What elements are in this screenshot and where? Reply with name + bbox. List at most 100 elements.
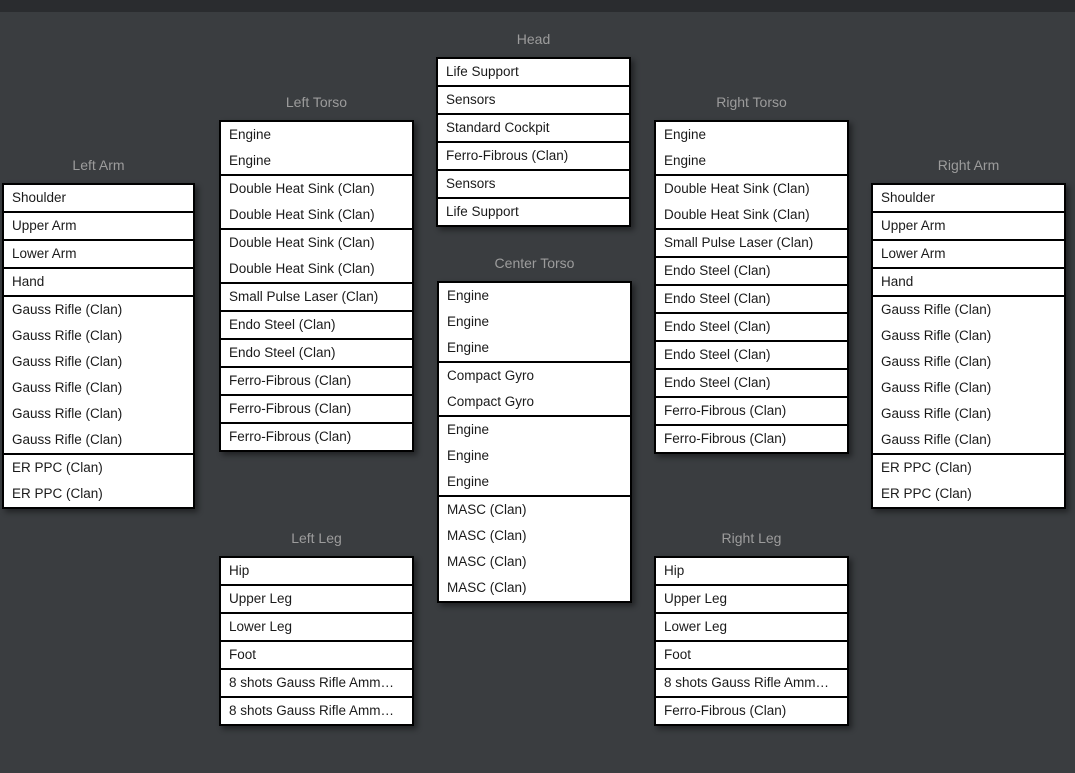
crit-slot[interactable]: ER PPC (Clan) — [881, 486, 972, 501]
crit-slot[interactable]: Ferro-Fibrous (Clan) — [229, 401, 352, 416]
crit-slot[interactable]: Engine — [229, 153, 272, 168]
crit-slot[interactable]: Shoulder — [12, 190, 67, 205]
crit-slot[interactable]: Endo Steel (Clan) — [229, 345, 336, 360]
crit-slot[interactable]: Standard Cockpit — [446, 120, 550, 135]
crit-slot[interactable]: Gauss Rifle (Clan) — [881, 380, 992, 395]
crit-slot[interactable]: Foot — [229, 647, 257, 662]
crit-slot[interactable]: Endo Steel (Clan) — [664, 347, 771, 362]
crit-group: Upper Leg — [219, 584, 414, 614]
crit-group: Endo Steel (Clan) — [654, 312, 849, 342]
crit-slot[interactable]: Lower Leg — [664, 619, 728, 634]
crit-slot[interactable]: Upper Arm — [12, 218, 77, 233]
crit-group: Hip — [654, 556, 849, 586]
crit-slot[interactable]: Ferro-Fibrous (Clan) — [229, 373, 352, 388]
crit-slot[interactable]: Lower Arm — [12, 246, 77, 261]
section-title-center-torso: Center Torso — [494, 255, 575, 271]
crit-slot[interactable]: Compact Gyro — [447, 394, 535, 409]
crit-slot[interactable]: Foot — [664, 647, 692, 662]
crit-slot[interactable]: Gauss Rifle (Clan) — [12, 354, 123, 369]
crit-group: Lower Leg — [654, 612, 849, 642]
crit-slot[interactable]: Gauss Rifle (Clan) — [881, 354, 992, 369]
crit-slot[interactable]: Engine — [447, 448, 490, 463]
crit-slot[interactable]: Engine — [664, 153, 707, 168]
crit-slot[interactable]: Ferro-Fibrous (Clan) — [664, 703, 787, 718]
crit-slot[interactable]: Shoulder — [881, 190, 936, 205]
crit-slot[interactable]: Double Heat Sink (Clan) — [229, 207, 375, 222]
crit-slot[interactable]: Engine — [447, 314, 490, 329]
crit-slot[interactable]: Sensors — [446, 92, 496, 107]
crit-group: Endo Steel (Clan) — [219, 310, 414, 340]
crit-slot[interactable]: 8 shots Gauss Rifle Amm… — [229, 703, 395, 718]
crit-slot[interactable]: Engine — [447, 340, 490, 355]
crit-group: Lower Leg — [219, 612, 414, 642]
crit-slot[interactable]: Endo Steel (Clan) — [664, 319, 771, 334]
crit-slot[interactable]: MASC (Clan) — [447, 528, 527, 543]
crit-slot[interactable]: Hip — [229, 563, 250, 578]
crit-slot[interactable]: Lower Arm — [881, 246, 946, 261]
crit-slot[interactable]: Gauss Rifle (Clan) — [12, 302, 123, 317]
crit-slot[interactable]: Gauss Rifle (Clan) — [881, 432, 992, 447]
crit-slot[interactable]: Double Heat Sink (Clan) — [664, 181, 810, 196]
crit-slot[interactable]: Hand — [12, 274, 45, 289]
crit-slot[interactable]: Compact Gyro — [447, 368, 535, 383]
crit-slot[interactable]: Lower Leg — [229, 619, 293, 634]
crit-slot[interactable]: ER PPC (Clan) — [12, 460, 103, 475]
crit-slot[interactable]: Gauss Rifle (Clan) — [881, 406, 992, 421]
crit-slot[interactable]: Gauss Rifle (Clan) — [881, 302, 992, 317]
crit-slot[interactable]: Engine — [229, 127, 272, 142]
crit-slot[interactable]: MASC (Clan) — [447, 554, 527, 569]
crit-slot[interactable]: Double Heat Sink (Clan) — [229, 235, 375, 250]
crit-group: Upper Arm — [871, 211, 1066, 241]
crit-slot[interactable]: MASC (Clan) — [447, 580, 527, 595]
crit-slot[interactable]: Double Heat Sink (Clan) — [664, 207, 810, 222]
crit-slot[interactable]: Endo Steel (Clan) — [664, 263, 771, 278]
crit-slot[interactable]: Upper Arm — [881, 218, 946, 233]
section-title-right-leg: Right Leg — [721, 530, 782, 546]
crit-slot[interactable]: MASC (Clan) — [447, 502, 527, 517]
crit-slot[interactable]: Gauss Rifle (Clan) — [12, 380, 123, 395]
crit-slot[interactable]: Ferro-Fibrous (Clan) — [229, 429, 352, 444]
crit-slot[interactable]: Gauss Rifle (Clan) — [12, 328, 123, 343]
section-title-head: Head — [516, 31, 551, 47]
crit-slot[interactable]: 8 shots Gauss Rifle Amm… — [229, 675, 395, 690]
crit-group: Double Heat Sink (Clan) Double Heat Sink … — [219, 228, 414, 284]
crit-slot[interactable]: Hand — [881, 274, 914, 289]
crit-group: MASC (Clan) MASC (Clan) MASC (Clan) MASC (C… — [437, 495, 632, 603]
crit-slot[interactable]: Ferro-Fibrous (Clan) — [664, 403, 787, 418]
crit-slot[interactable]: Gauss Rifle (Clan) — [881, 328, 992, 343]
crit-slot[interactable]: Gauss Rifle (Clan) — [12, 432, 123, 447]
crit-slot[interactable]: Engine — [447, 474, 490, 489]
crit-slot[interactable]: Engine — [447, 422, 490, 437]
crit-slot[interactable]: Engine — [447, 288, 490, 303]
crit-slot[interactable]: Upper Leg — [664, 591, 728, 606]
crit-slot[interactable]: Gauss Rifle (Clan) — [12, 406, 123, 421]
crit-group: Ferro-Fibrous (Clan) — [436, 141, 631, 171]
crit-slot[interactable]: Hip — [664, 563, 685, 578]
crit-group: Double Heat Sink (Clan) Double Heat Sink … — [654, 174, 849, 230]
crit-slot[interactable]: Ferro-Fibrous (Clan) — [446, 148, 569, 163]
crit-slot[interactable]: Life Support — [446, 64, 519, 79]
crit-slot[interactable]: 8 shots Gauss Rifle Amm… — [664, 675, 830, 690]
crit-slot[interactable]: Small Pulse Laser (Clan) — [229, 289, 379, 304]
crit-slot[interactable]: Sensors — [446, 176, 496, 191]
crit-slot[interactable]: Endo Steel (Clan) — [229, 317, 336, 332]
crit-group: 8 shots Gauss Rifle Amm… — [219, 668, 414, 698]
crit-group: Double Heat Sink (Clan) Double Heat Sink … — [219, 174, 414, 230]
crit-slot[interactable]: Endo Steel (Clan) — [664, 375, 771, 390]
crit-slot[interactable]: ER PPC (Clan) — [12, 486, 103, 501]
crit-slot[interactable]: Life Support — [446, 204, 519, 219]
crit-slot[interactable]: ER PPC (Clan) — [881, 460, 972, 475]
crit-slot[interactable]: Double Heat Sink (Clan) — [229, 181, 375, 196]
crit-slot[interactable]: Engine — [664, 127, 707, 142]
crit-slot[interactable]: Endo Steel (Clan) — [664, 291, 771, 306]
crit-slot[interactable]: Ferro-Fibrous (Clan) — [664, 431, 787, 446]
crit-slot[interactable]: Double Heat Sink (Clan) — [229, 261, 375, 276]
crit-group: Standard Cockpit — [436, 113, 631, 143]
crit-slot[interactable]: Small Pulse Laser (Clan) — [664, 235, 814, 250]
crit-slot[interactable]: Upper Leg — [229, 591, 293, 606]
